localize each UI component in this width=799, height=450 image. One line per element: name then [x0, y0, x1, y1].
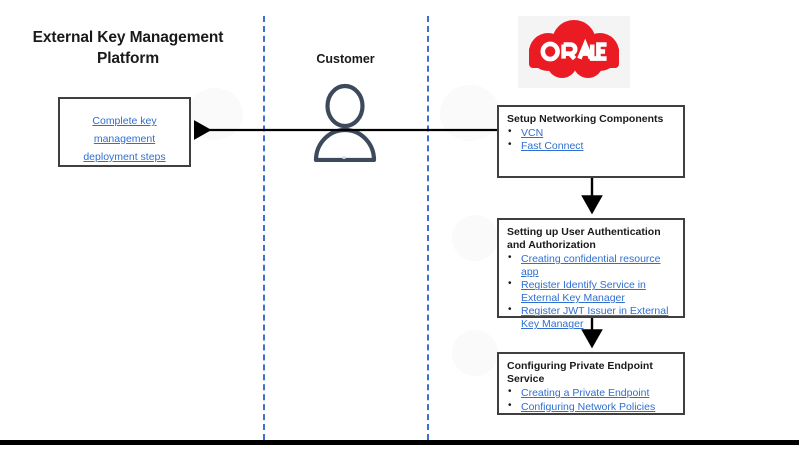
watermark-circle — [452, 330, 498, 376]
list-item: Creating a Private Endpoint — [507, 386, 679, 400]
oracle-cloud-logo — [518, 16, 630, 88]
customer-icon-shadow-dot — [342, 156, 346, 159]
platform-lane-title: External Key Management Platform — [32, 29, 224, 67]
box-bullet-list: VCN Fast Connect — [499, 126, 683, 153]
bottom-rule — [0, 440, 799, 445]
box-bullet-list: Creating confidential resource app Regis… — [499, 252, 683, 331]
lane-divider-right — [427, 16, 429, 440]
list-item: Register Identify Service in External Ke… — [507, 278, 679, 305]
list-item: Creating confidential resource app — [507, 252, 679, 279]
box-heading: Configuring Private Endpoint Service — [507, 360, 653, 386]
box-configuring-private-endpoint-service[interactable]: Configuring Private Endpoint Service Cre… — [497, 352, 685, 415]
link-complete-key-management-deployment-steps[interactable]: Complete key management deployment steps — [83, 115, 166, 163]
list-item: Register JWT Issuer in External Key Mana… — [507, 304, 679, 331]
link-register-jwt-issuer-in-external-key-manager[interactable]: Register JWT Issuer in External Key Mana… — [521, 305, 669, 331]
box-complete-key-management-deployment-steps[interactable]: Complete key management deployment steps — [58, 97, 191, 167]
link-register-identify-service-in-external-key-manager[interactable]: Register Identify Service in External Ke… — [521, 279, 646, 305]
box-link-group: Complete key management deployment steps — [60, 99, 189, 165]
box-heading: Setup Networking Components — [507, 113, 664, 125]
watermark-circle — [452, 215, 498, 261]
box-heading: Setting up User Authentication and Autho… — [507, 226, 661, 252]
list-item: Configuring Network Policies — [507, 400, 679, 414]
link-fast-connect[interactable]: Fast Connect — [521, 140, 584, 153]
box-setup-networking-components[interactable]: Setup Networking Components VCN Fast Con… — [497, 105, 685, 178]
box-setting-up-user-authentication-and-authorization[interactable]: Setting up User Authentication and Autho… — [497, 218, 685, 330]
customer-lane-title: Customer — [316, 52, 375, 66]
box-bullet-list: Creating a Private Endpoint Configuring … — [499, 386, 683, 414]
connector-customer-to-platform — [194, 120, 508, 140]
list-item: Fast Connect — [507, 139, 679, 153]
link-configuring-network-policies[interactable]: Configuring Network Policies — [521, 400, 656, 413]
lane-divider-left — [263, 16, 265, 440]
connector-networking-to-authentication — [581, 177, 603, 215]
link-creating-confidential-resource-app[interactable]: Creating confidential resource app — [521, 253, 661, 279]
link-creating-a-private-endpoint[interactable]: Creating a Private Endpoint — [521, 387, 650, 400]
link-vcn[interactable]: VCN — [521, 127, 544, 140]
list-item: VCN — [507, 126, 679, 140]
